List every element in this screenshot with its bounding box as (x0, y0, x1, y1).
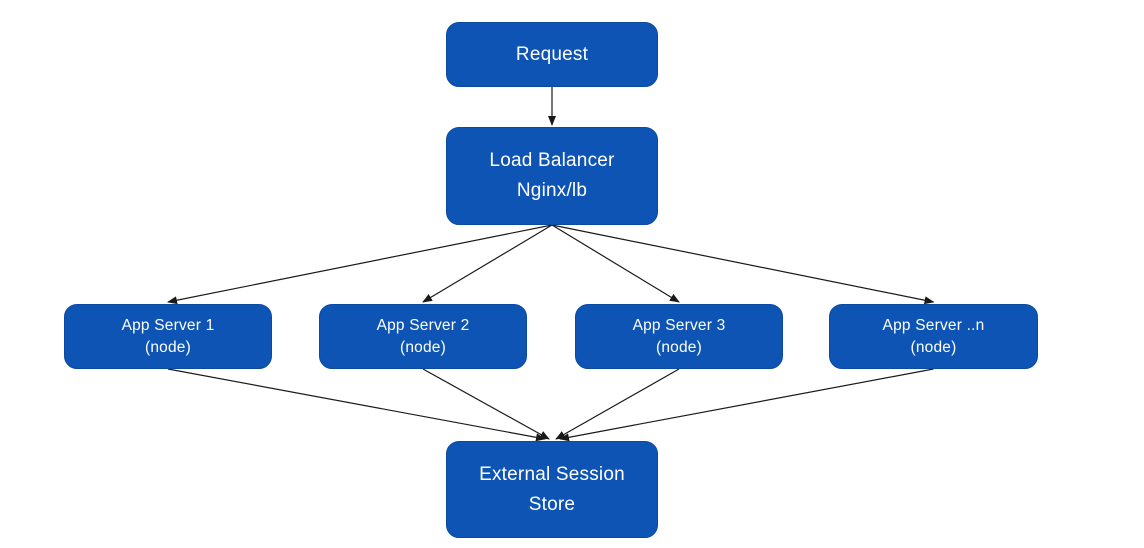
connector-arrow-load-balancer-to-app-server-1 (167, 224, 553, 305)
node-load-balancer: Load Balancer Nginx/lb (446, 127, 658, 225)
node-request: Request (446, 22, 658, 87)
connector-arrow-app-server-3-to-session-store (555, 368, 680, 440)
node-session-store: External Session Store (446, 441, 658, 538)
connector-arrow-load-balancer-to-app-server-n (551, 224, 935, 305)
node-app-server-2: App Server 2 (node) (319, 304, 527, 369)
node-app-server-n-label-2: (node) (910, 338, 957, 356)
connector-arrow-app-server-n-to-session-store (559, 368, 934, 442)
node-load-balancer-label: Load Balancer (489, 150, 615, 171)
connector-arrow-load-balancer-to-app-server-3 (551, 224, 680, 303)
node-app-server-3-label-2: (node) (655, 338, 702, 356)
node-request-label: Request (515, 43, 589, 65)
connector-arrow-load-balancer-to-app-server-2 (422, 224, 553, 303)
node-app-server-2-label-2: (node) (399, 338, 446, 356)
node-app-server-1: App Server 1 (node) (64, 304, 272, 369)
node-app-server-2-label: App Server 2 (376, 316, 470, 334)
node-app-server-3-label: App Server 3 (632, 316, 726, 334)
node-session-store-label: External Session (479, 463, 625, 485)
node-app-server-n-label: App Server ..n (882, 316, 985, 334)
node-app-server-n: App Server ..n (node) (829, 304, 1038, 369)
node-app-server-3: App Server 3 (node) (575, 304, 783, 369)
connector-arrow-app-server-2-to-session-store (422, 368, 550, 440)
node-load-balancer-label-2: Nginx/lb (516, 180, 588, 201)
node-app-server-1-label: App Server 1 (121, 316, 215, 334)
node-app-server-1-label-2: (node) (144, 338, 191, 356)
connector-arrow-app-server-1-to-session-store (167, 368, 546, 442)
node-session-store-label-2: Store (528, 493, 576, 515)
